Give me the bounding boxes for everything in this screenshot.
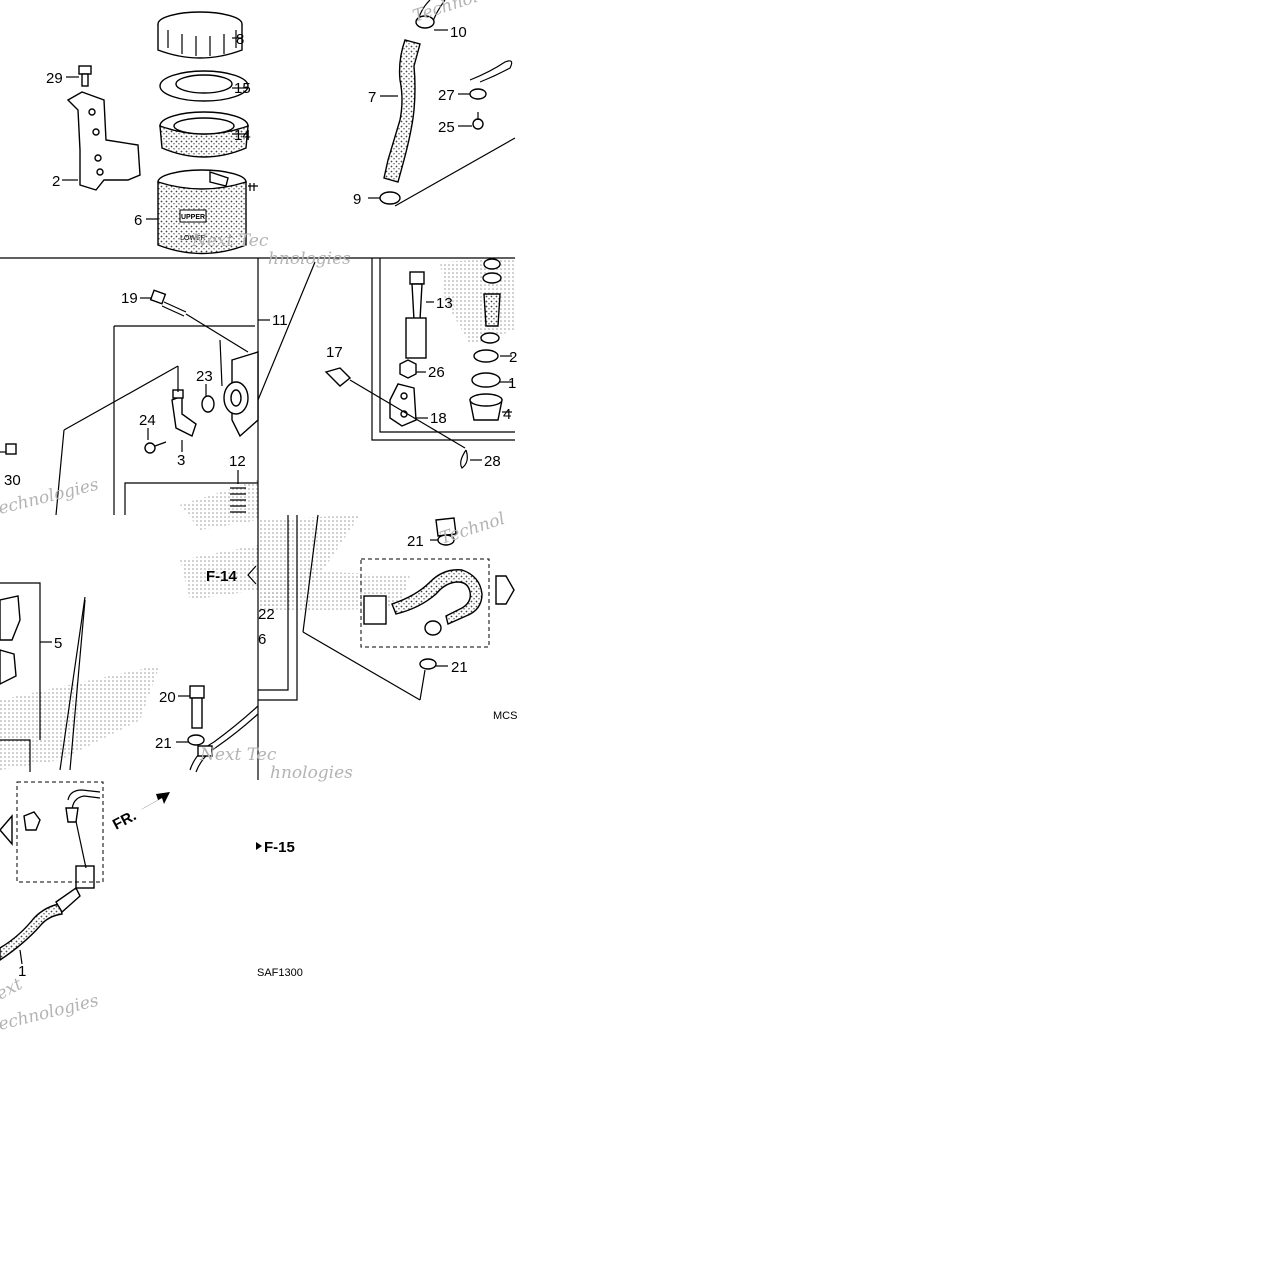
watermark-9: Technol xyxy=(437,509,507,549)
joint-11 xyxy=(219,261,316,438)
reference-arrow-f15 xyxy=(256,842,262,850)
callout-1: 1 xyxy=(18,963,26,980)
front-arrow-icon xyxy=(140,792,170,810)
pushrod-13 xyxy=(405,271,434,359)
reservoir-plate xyxy=(159,70,249,102)
hose-clip-9 xyxy=(368,137,516,207)
callout-1-right: 1 xyxy=(508,375,516,392)
reservoir-hose xyxy=(380,0,446,183)
callout-6: 6 xyxy=(134,212,142,229)
panel-frames xyxy=(0,257,515,780)
cotter-pin-28 xyxy=(460,449,482,469)
callout-19: 19 xyxy=(121,290,138,307)
callout-29: 29 xyxy=(46,70,63,87)
watermark-2: hnologies xyxy=(268,249,351,269)
hose-end-detail xyxy=(16,781,104,883)
master-cylinder-5 xyxy=(0,595,52,685)
brake-hose-1 xyxy=(0,811,95,965)
callout-14: 14 xyxy=(234,127,251,144)
callout-22: 22 xyxy=(258,606,275,623)
callout-17: 17 xyxy=(326,344,343,361)
callout-21-lower: 21 xyxy=(155,735,172,752)
callout-21-top: 21 xyxy=(407,533,424,550)
callout-15: 15 xyxy=(234,80,251,97)
callout-25: 25 xyxy=(438,119,455,136)
callout-20: 20 xyxy=(159,689,176,706)
callout-9: 9 xyxy=(353,191,361,208)
reservoir-bracket xyxy=(62,91,141,191)
bolt-19 xyxy=(140,289,249,353)
callout-4: 4 xyxy=(503,406,511,423)
callout-11: 11 xyxy=(272,312,288,329)
callout-24: 24 xyxy=(139,412,156,429)
reference-arrow-f14 xyxy=(247,565,257,585)
callout-12: 12 xyxy=(229,453,246,470)
direction-arrow-left xyxy=(0,814,13,846)
connector-3 xyxy=(55,365,197,516)
partial-code: MCS xyxy=(493,710,517,722)
watermark-5: Next Tec xyxy=(199,745,277,765)
reservoir-cap xyxy=(157,11,243,59)
callout-26: 26 xyxy=(428,364,445,381)
callout-27: 27 xyxy=(438,87,455,104)
boot-stack xyxy=(469,258,512,421)
watermark-3: Technol xyxy=(410,0,480,27)
upper-mark: UPPER xyxy=(181,214,205,221)
reference-f14: F-14 xyxy=(206,568,238,585)
reference-f15: F-15 xyxy=(264,839,295,856)
screw-24 xyxy=(144,428,167,454)
callout-8: 8 xyxy=(236,31,244,48)
hose-clip-10 xyxy=(415,15,448,31)
callout-10: 10 xyxy=(450,24,467,41)
spring-12 xyxy=(230,470,246,513)
callout-6-partial: 6 xyxy=(258,631,266,648)
bolt-20 xyxy=(178,685,205,729)
front-label: FR. xyxy=(110,807,139,833)
reservoir-tank: UPPER LOWER xyxy=(146,169,258,255)
hose-2-partial xyxy=(189,705,259,773)
diagram-code: SAF1300 xyxy=(257,967,303,979)
washer-21-lower-left xyxy=(176,734,205,746)
reservoir-diaphragm xyxy=(159,111,249,158)
callout-5: 5 xyxy=(54,635,62,652)
watermark-6: hnologies xyxy=(270,763,353,783)
bolt-29 xyxy=(66,65,92,87)
hose-clamp-wire xyxy=(469,60,513,83)
washer-27 xyxy=(458,88,487,100)
lower-mark: LOWER xyxy=(180,235,206,242)
washer-23 xyxy=(201,384,215,413)
callout-30: 30 xyxy=(4,472,21,489)
callout-labels: 8 15 14 6 29 2 10 7 27 25 9 19 11 23 24 … xyxy=(4,24,517,980)
clevis-18 xyxy=(389,383,428,427)
screw-25 xyxy=(458,112,484,130)
callout-21-bottom: 21 xyxy=(451,659,468,676)
callout-3: 3 xyxy=(177,452,185,469)
hose-assembly-detail xyxy=(302,514,515,701)
callout-2: 2 xyxy=(52,173,60,190)
callout-2-right: 2 xyxy=(509,349,517,366)
nut-26 xyxy=(399,359,426,379)
pin-17 xyxy=(324,367,466,449)
callout-23: 23 xyxy=(196,368,213,385)
bolt-30 xyxy=(0,443,17,455)
callout-13: 13 xyxy=(436,295,453,312)
watermark-1: Next Tec xyxy=(191,231,269,251)
callout-18: 18 xyxy=(430,410,447,427)
reference-labels: F-14 F-15 FR. SAF1300 MCS xyxy=(110,568,518,979)
callout-7: 7 xyxy=(368,89,376,106)
callout-28: 28 xyxy=(484,453,501,470)
